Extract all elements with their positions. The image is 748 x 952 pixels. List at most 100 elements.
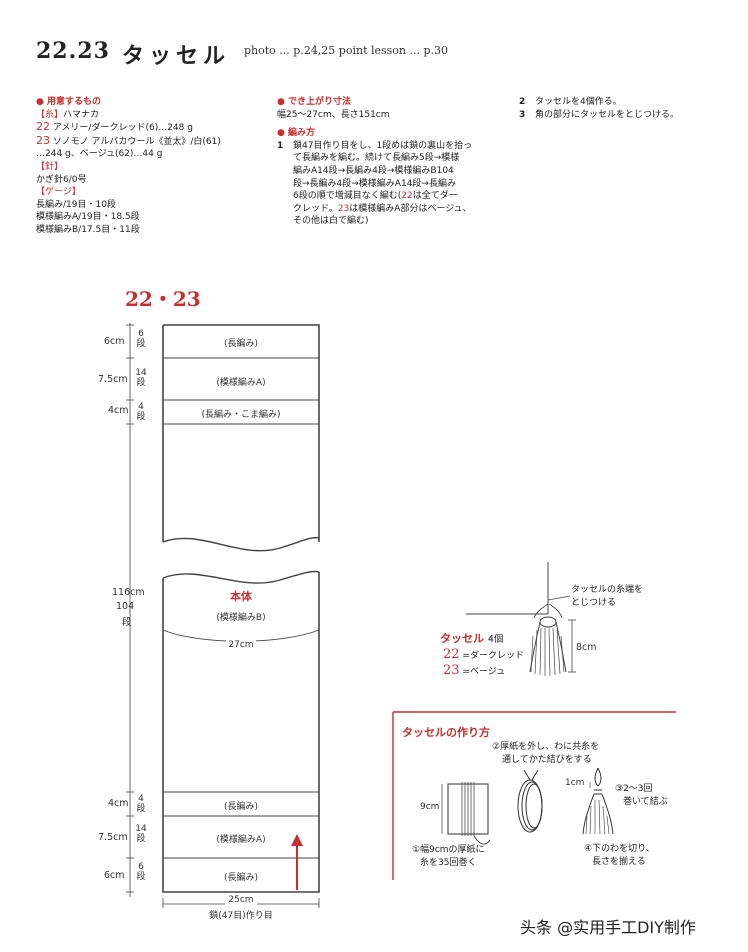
dim-cm-top-3: 4cm bbox=[108, 405, 129, 416]
method-section: ● でき上がり寸法 幅25～27cm、長さ151cm ● 編み方 1 鎖47目作… bbox=[277, 96, 513, 228]
dim-cm-top-2: 7.5cm bbox=[98, 374, 128, 385]
dim-cm-bottom-2: 7.5cm bbox=[98, 832, 128, 843]
step-2-text: タッセルを4個作る。 bbox=[535, 97, 622, 107]
step-1-line: 鎖47目作り目をし、1段めは鎖の裏山を拾っ bbox=[293, 140, 473, 151]
tassel-title-row: タッセル 4個 bbox=[440, 630, 503, 646]
width-25-text: 25cm bbox=[225, 895, 257, 905]
howto-title: タッセルの作り方 bbox=[402, 726, 490, 739]
section-label-top-1: (長編み) bbox=[223, 339, 259, 349]
gauge-line-2: 模様編みA/19目・18.5段 bbox=[36, 212, 140, 223]
howto-card-9cm: 9cm bbox=[420, 802, 440, 812]
dim-body-cm: 116cm bbox=[112, 587, 145, 598]
loop-illustration bbox=[517, 769, 543, 833]
step-1-line: は模様編みA部分はベージュ、 bbox=[349, 203, 472, 214]
tassel-attach-illustration bbox=[466, 562, 576, 677]
section-label-bottom-2: (模様編みA) bbox=[216, 835, 266, 845]
dim-rows-bottom-2: 14段 bbox=[135, 824, 147, 844]
steps-2-3: 2 タッセルを4個作る。 3 角の部分にタッセルをとじつける。 bbox=[519, 96, 729, 121]
dim-rows-top-3: 4段 bbox=[136, 402, 146, 422]
tassel-title: タッセル bbox=[440, 632, 484, 645]
tassel-color-23: 23 =ベージュ bbox=[443, 663, 505, 678]
yarn-23-number: 23 bbox=[36, 133, 50, 147]
howto-step-1: ①幅9cmの厚紙に 糸を35回巻く bbox=[412, 844, 485, 869]
gauge-line-3: 模様編みB/17.5目・11段 bbox=[36, 224, 140, 235]
dim-body-rows: 104 bbox=[116, 601, 135, 612]
yarn-heading: 【糸】 bbox=[36, 109, 64, 120]
yarn-23-text: ソノモノ アルパカウール《並太》/白(61) bbox=[52, 136, 221, 147]
step-2-number: 2 bbox=[519, 97, 526, 107]
howto-1cm: 1cm bbox=[565, 778, 585, 788]
width-27-label: 27cm bbox=[163, 640, 319, 650]
finished-size: 幅25～27cm、長さ151cm bbox=[277, 109, 390, 120]
howto-step-4-line-1: ④下のわを切り、 bbox=[584, 844, 655, 854]
dim-cm-bottom-1: 4cm bbox=[108, 798, 129, 809]
body-label: 本体 bbox=[230, 590, 252, 603]
attach-note: タッセルの糸端を とじつける bbox=[571, 584, 643, 609]
howto-step-1-line-2: 糸を35回巻く bbox=[420, 857, 477, 868]
dim-cm-bottom-3: 6cm bbox=[104, 870, 125, 881]
pattern-number: 22.23 bbox=[36, 38, 110, 64]
howto-step-3-line-1: ③2～3回 bbox=[615, 784, 653, 794]
section-label-bottom-3: (長編み) bbox=[223, 873, 259, 883]
howto-step-2: ②厚紙を外し、わに共糸を 通してかた結びをする bbox=[492, 741, 599, 766]
section-label-bottom-1: (長編み) bbox=[223, 802, 259, 812]
needle-heading: 【針】 bbox=[36, 161, 64, 172]
tassel-22-color: =ダークレッド bbox=[462, 651, 524, 661]
tassel-length: 8cm bbox=[576, 642, 597, 653]
howto-step-2-line-2: 通してかた結びをする bbox=[502, 754, 592, 765]
finished-heading: ● でき上がり寸法 bbox=[277, 97, 351, 107]
needle-text: かぎ針6/0号 bbox=[36, 174, 87, 185]
step-1-line: その他は白で編む) bbox=[293, 216, 369, 227]
step-1-line: クレッド。 bbox=[293, 203, 338, 214]
width-27-text: 27cm bbox=[226, 640, 256, 650]
card-illustration bbox=[441, 782, 491, 845]
howto-box-border bbox=[392, 711, 676, 880]
howto-step-3: ③2～3回 巻いて結ぶ bbox=[615, 783, 668, 808]
small-tassel-illustration bbox=[582, 767, 614, 835]
section-label-top-3: (長編み・こま編み) bbox=[201, 410, 281, 420]
howto-step-4: ④下のわを切り、 長さを揃える bbox=[584, 843, 655, 868]
step-1-line: 編みA14段→長編み4段→模様編みB104 bbox=[293, 165, 454, 176]
tassel-23-color: =ベージュ bbox=[462, 667, 506, 677]
howto-step-1-line-1: ①幅9cmの厚紙に bbox=[412, 845, 485, 855]
yarn-23-text-2: …244 g、ベージュ(62)…44 g bbox=[36, 149, 163, 160]
step-1-num-22: 22 bbox=[401, 191, 413, 202]
tassel-count: 4個 bbox=[487, 634, 504, 645]
dim-cm-top-1: 6cm bbox=[104, 336, 125, 347]
dim-body-rows-unit: 段 bbox=[122, 617, 132, 628]
method-heading: ● 編み方 bbox=[277, 128, 315, 139]
tassel-color-22: 22 =ダークレッド bbox=[443, 647, 524, 662]
tassel-23-number: 23 bbox=[443, 663, 460, 678]
watermark: 头条 @实用手工DIY制作 bbox=[520, 918, 696, 937]
tassel-22-number: 22 bbox=[443, 647, 460, 662]
step-3-text: 角の部分にタッセルをとじつける。 bbox=[535, 109, 680, 120]
dim-rows-bottom-3: 6段 bbox=[136, 862, 146, 882]
gauge-heading: 【ゲージ】 bbox=[36, 187, 81, 198]
howto-step-3-line-2: 巻いて結ぶ bbox=[623, 796, 668, 807]
yarn-22-text: アメリー/ダークレッド(6)…248 g bbox=[52, 123, 193, 134]
step-1-line: 6段の順で増減目なく編む( bbox=[293, 191, 402, 202]
materials-heading: ● 用意するもの bbox=[36, 97, 101, 107]
gauge-line-1: 長編み/19目・10段 bbox=[36, 199, 116, 210]
attach-note-line-2: とじつける bbox=[571, 597, 617, 608]
materials-section: ● 用意するもの 【糸】ハマナカ 22 アメリー/ダークレッド(6)…248 g… bbox=[36, 96, 266, 237]
howto-step-4-line-2: 長さを揃える bbox=[592, 856, 646, 867]
step-1-line: は全てダー bbox=[412, 191, 458, 202]
howto-step-2-line-1: ②厚紙を外し、わに共糸を bbox=[492, 742, 600, 752]
yarn-brand: ハマナカ bbox=[63, 109, 100, 120]
step-3-number: 3 bbox=[519, 109, 526, 120]
attach-note-line-1: タッセルの糸端を bbox=[571, 585, 644, 595]
dim-rows-top-2: 14段 bbox=[135, 368, 147, 388]
step-1-line: 段→長編み4段→模様編みA14段→長編み bbox=[293, 178, 456, 189]
step-1-num-23: 23 bbox=[337, 203, 350, 214]
dim-rows-bottom-1: 4段 bbox=[136, 794, 146, 814]
section-label-top-2: (模様編みA) bbox=[216, 378, 266, 388]
chart-title: 22・23 bbox=[125, 287, 201, 311]
step-1-line: て長編みを編む。続けて長編み5段→模様 bbox=[293, 153, 460, 164]
direction-arrow bbox=[291, 834, 303, 890]
foundation-label: 鎖(47目)作り目 bbox=[209, 911, 273, 921]
dim-rows-top-1: 6段 bbox=[136, 329, 146, 349]
step-1-number: 1 bbox=[277, 140, 284, 151]
page-reference: photo ... p.24,25 point lesson ... p.30 bbox=[244, 44, 449, 57]
